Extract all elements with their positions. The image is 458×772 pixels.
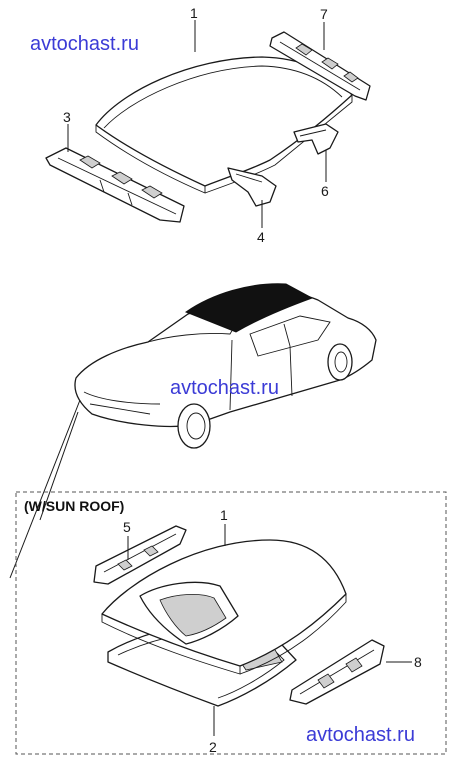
sunroof-roof-panel: [101, 539, 347, 675]
watermark-middle: avtochast.ru: [170, 377, 279, 399]
car-roof-highlight: [184, 283, 314, 333]
callout-front-rail: 3: [63, 109, 71, 125]
roof-bow-right: [293, 123, 339, 155]
callout-sunroof-rear-rail: 8: [414, 654, 422, 670]
callout-rear-rail: 7: [320, 6, 328, 22]
sunroof-front-rail: [93, 525, 187, 585]
car-illustration: [9, 283, 377, 579]
callout-sunroof-roof-panel: 1: [220, 507, 228, 523]
roof-panel-assembly: 1 7 3 6 4: [45, 5, 371, 245]
callout-roof-bow-center: 4: [257, 229, 265, 245]
callout-sunroof-frame: 2: [209, 739, 217, 755]
sunroof-box-label: (W/SUN ROOF): [24, 498, 124, 514]
front-wheel: [177, 403, 211, 449]
callout-roof-bow-right: 6: [321, 183, 329, 199]
sunroof-rear-rail: [289, 639, 385, 705]
callout-sunroof-front-rail: 5: [123, 519, 131, 535]
front-roof-rail: [45, 147, 185, 223]
rear-wheel: [327, 343, 353, 381]
watermark-top: avtochast.ru: [30, 33, 139, 55]
watermark-bottom: avtochast.ru: [306, 724, 415, 746]
rear-roof-rail: [269, 31, 371, 101]
sunroof-box: (W/SUN ROOF): [15, 491, 447, 755]
roof-panel: [95, 56, 353, 194]
roof-bow-center: [227, 167, 277, 207]
callout-roof-panel: 1: [190, 5, 198, 21]
